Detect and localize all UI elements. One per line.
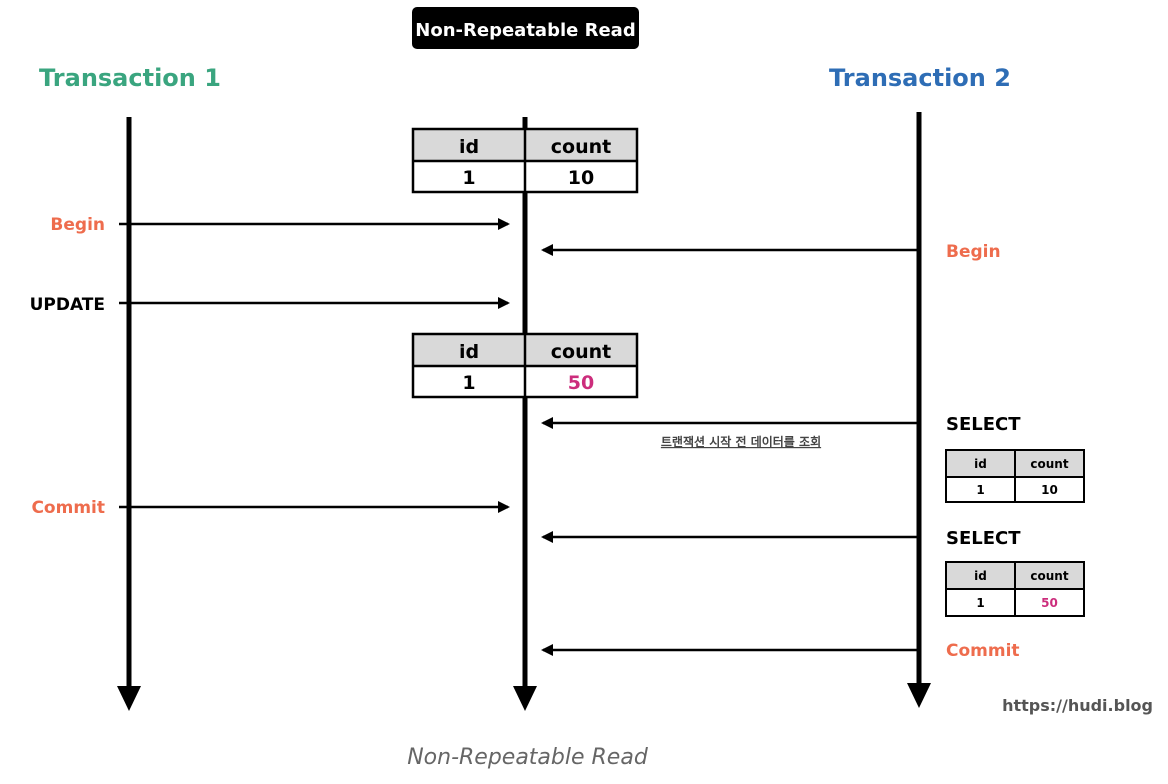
transaction-1-title: Transaction 1	[39, 64, 221, 92]
timeline-database	[513, 117, 537, 711]
title-badge-label: Non-Repeatable Read	[415, 20, 635, 41]
db-table-initial-id: 1	[462, 167, 475, 189]
t1-update-label: UPDATE	[30, 295, 105, 315]
db-table-updated-id: 1	[462, 372, 475, 394]
note-read-before-start: 트랜잭션 시작 전 데이터를 조회	[661, 434, 821, 449]
db-table-initial: id count 1 10	[411, 127, 639, 194]
t2-result-1-count: 10	[1041, 483, 1058, 497]
db-table-updated-header-id: id	[459, 341, 479, 363]
figure-caption: Non-Repeatable Read	[407, 745, 648, 770]
t2-result-1-id: 1	[976, 483, 984, 497]
sequence-diagram: Non-Repeatable Read Transaction 1 Transa…	[30, 7, 1153, 715]
t2-result-table-1: id count 1 10	[945, 449, 1085, 503]
t2-result-2-count: 50	[1041, 596, 1058, 610]
t2-result-table-2: id count 1 50	[945, 561, 1085, 617]
db-table-initial-header-count: count	[551, 136, 611, 158]
t2-select-2-label: SELECT	[946, 528, 1021, 549]
t1-begin-label: Begin	[50, 215, 105, 235]
t2-result-1-header-count: count	[1030, 457, 1068, 471]
timeline-1-arrowhead	[117, 686, 141, 711]
t2-result-1-header-id: id	[974, 457, 987, 471]
t2-begin-label: Begin	[946, 242, 1001, 262]
t1-commit-label: Commit	[31, 498, 105, 518]
t2-result-2-header-id: id	[974, 569, 987, 583]
t2-result-2-id: 1	[976, 596, 984, 610]
timeline-2-arrowhead	[907, 683, 931, 708]
db-table-updated-header-count: count	[551, 341, 611, 363]
db-table-initial-count: 10	[568, 167, 594, 189]
transaction-2-title: Transaction 2	[829, 64, 1011, 92]
watermark: https://hudi.blog	[1002, 696, 1153, 715]
t2-result-2-header-count: count	[1030, 569, 1068, 583]
timeline-db-arrowhead	[513, 686, 537, 711]
db-table-updated-count: 50	[568, 372, 594, 394]
title-badge: Non-Repeatable Read	[412, 7, 639, 49]
db-table-updated: id count 1 50	[411, 332, 639, 399]
timeline-transaction-1	[117, 117, 141, 711]
db-table-initial-header-id: id	[459, 136, 479, 158]
t2-select-1-label: SELECT	[946, 414, 1021, 435]
t2-commit-label: Commit	[946, 641, 1020, 661]
timeline-transaction-2	[907, 112, 931, 708]
